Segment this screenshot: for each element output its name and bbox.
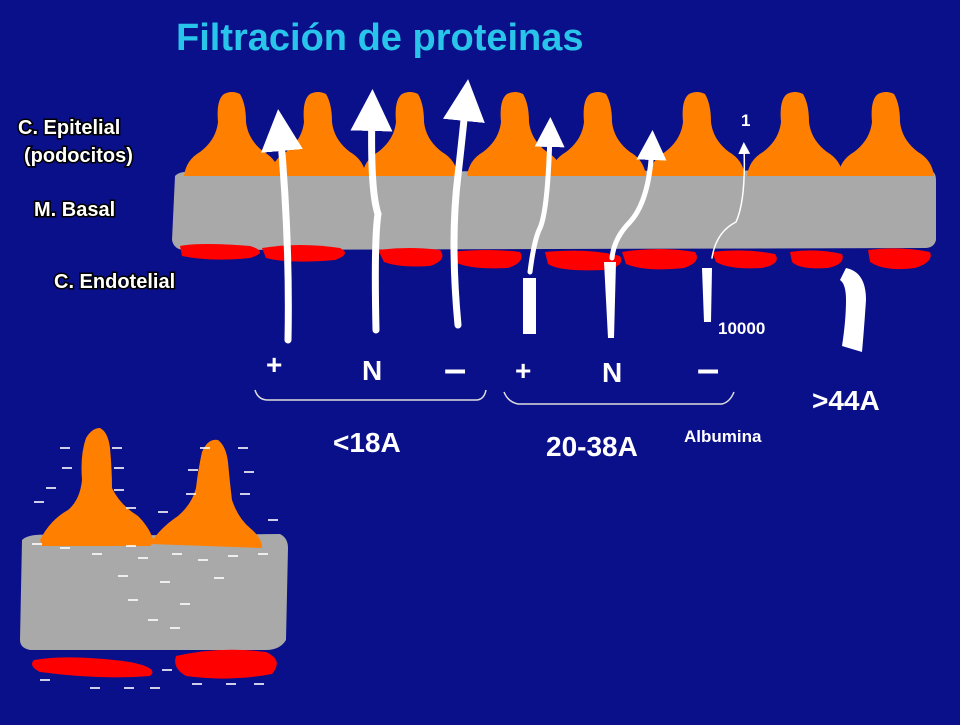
arrow-medium-neutral: [609, 130, 667, 261]
charge-positive-2: +: [515, 355, 531, 386]
filtration-arrows: [260, 79, 751, 344]
inset-endothelial-cell: [175, 649, 277, 679]
blocked-large: [840, 268, 866, 352]
basement-membrane: [172, 170, 936, 250]
arrow-albumin: [711, 142, 751, 259]
albumin-filtered-count: 1: [741, 111, 750, 130]
size-medium-label: 20-38A: [546, 431, 638, 462]
inset-negative-charges: [32, 447, 278, 689]
endothelial-cell: [450, 250, 522, 269]
arrow-small-neutral: [350, 89, 393, 334]
endothelial-cell: [180, 244, 260, 260]
endothelial-cell: [868, 248, 931, 270]
endothelial-cell: [545, 250, 622, 271]
blocked-albumin: [702, 268, 712, 322]
blocked-medium-neutral: [604, 262, 616, 338]
endothelial-cell: [262, 245, 345, 262]
endothelial-row: [180, 244, 931, 271]
blocked-medium-positive: [523, 278, 536, 334]
inset-endothelial-cell: [32, 657, 153, 678]
inset-podocyte: [150, 439, 262, 548]
inset-charge-barrier: [20, 428, 288, 689]
podocyte-foot-process: [184, 92, 280, 176]
podocyte-foot-process: [550, 92, 646, 176]
size-large-label: >44A: [812, 385, 880, 416]
albumin-label: Albumina: [684, 427, 762, 446]
charge-positive-1: +: [266, 349, 282, 380]
podocytes-label: (podocitos): [24, 145, 133, 167]
charge-neutral-1: N: [362, 355, 382, 386]
inset-podocyte: [40, 428, 154, 546]
charge-neutral-2: N: [602, 357, 622, 388]
blocked-molecules: [523, 262, 866, 352]
endothelial-cell: [790, 250, 843, 269]
arrow-small-positive: [260, 109, 303, 344]
podocyte-foot-process: [362, 92, 458, 176]
charge-negative-2: –: [697, 347, 719, 391]
podocyte-foot-process: [649, 92, 745, 176]
podocyte-foot-process: [747, 92, 843, 176]
arrow-medium-positive: [527, 117, 565, 275]
inset-basement-membrane: [20, 534, 288, 650]
arrow-small-negative: [443, 79, 485, 329]
brace-small: [254, 389, 487, 401]
endothelial-cell: [378, 248, 443, 267]
page-title: Filtración de proteinas: [176, 17, 584, 59]
brace-medium: [503, 391, 735, 405]
endothelial-cell: [712, 250, 777, 269]
basal-membrane-label: M. Basal: [34, 199, 115, 221]
podocyte-foot-process: [270, 92, 366, 176]
podocyte-row: [184, 92, 934, 176]
epithelial-label: C. Epitelial: [18, 117, 120, 139]
podocyte-foot-process: [838, 92, 934, 176]
endothelial-label: C. Endotelial: [54, 271, 175, 293]
endothelial-cell: [622, 249, 697, 270]
charge-negative-1: –: [444, 347, 466, 391]
podocyte-foot-process: [467, 92, 563, 176]
size-small-label: <18A: [333, 427, 401, 458]
albumin-plasma-count: 10000: [718, 319, 765, 338]
